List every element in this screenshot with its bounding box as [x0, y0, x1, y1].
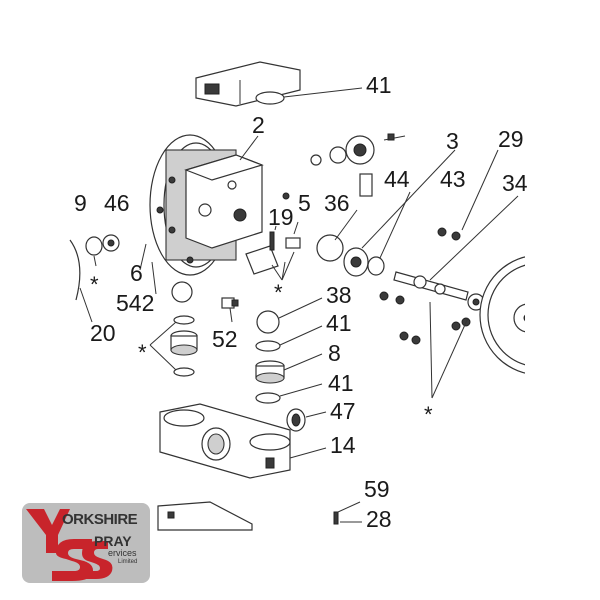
logo-mark-icon [22, 503, 150, 583]
valve-seat-8-part [255, 360, 285, 384]
logo-text-line4: Limited [118, 559, 138, 565]
callout-36: 36 [324, 190, 350, 216]
company-logo: ORKSHIRE PRAY ervices Limited [22, 503, 150, 583]
callout-59: 59 [364, 476, 390, 502]
ball-part-right [256, 310, 280, 334]
callout-20: 20 [90, 320, 116, 346]
callout-2: 2 [252, 112, 265, 138]
pilot-valve-part [245, 231, 301, 275]
shaft-part [393, 271, 485, 311]
callout-46: 46 [104, 190, 130, 216]
callout-6: 6 [130, 260, 143, 286]
callout-43: 43 [440, 166, 466, 192]
callout-28: 28 [366, 506, 392, 532]
o-ring-41-top [255, 91, 285, 105]
o-ring-left-lower [173, 367, 195, 377]
cap-36-part [316, 234, 344, 262]
callout-47: 47 [330, 398, 356, 424]
callout-8: 8 [328, 340, 341, 366]
callout-3: 3 [446, 128, 459, 154]
left-plate-part [69, 239, 81, 301]
callout-5: 5 [298, 190, 311, 216]
callout-14: 14 [330, 432, 356, 458]
callout-542: 542 [116, 290, 155, 316]
callout-29: 29 [498, 126, 524, 152]
valve-seat-left-part [170, 330, 198, 356]
asterisk-marker: * [424, 402, 433, 427]
bottom-base-part [157, 501, 339, 531]
o-ring-43-part [367, 256, 385, 276]
plug-47-part [286, 408, 306, 432]
logo-text-line3: ervices [108, 548, 137, 558]
asterisk-marker: * [90, 272, 99, 297]
callout-34: 34 [502, 170, 528, 196]
o-ring-9-part [85, 236, 103, 256]
callout-44: 44 [384, 166, 410, 192]
callout-19: 19 [268, 204, 294, 230]
callout-52: 52 [212, 326, 238, 352]
asterisk-marker: * [138, 340, 147, 365]
callout-9: 9 [74, 190, 87, 216]
pump-housing-part [149, 134, 264, 276]
callout-41-mid: 41 [326, 310, 352, 336]
callout-41-low: 41 [328, 370, 354, 396]
asterisk-marker: * [274, 280, 283, 305]
bearing-assembly-part [310, 133, 406, 197]
top-manifold-part [195, 61, 301, 107]
o-ring-41-low [255, 392, 281, 404]
callout-38: 38 [326, 282, 352, 308]
fitting-52-part [221, 297, 239, 309]
ball-part-left [171, 281, 193, 303]
o-ring-left-upper [173, 315, 195, 325]
manifold-14-part [159, 403, 291, 479]
callout-41-top: 41 [366, 72, 392, 98]
logo-text-line1: ORKSHIRE [62, 511, 138, 528]
fastener-set-part [282, 192, 471, 345]
logo-text-line2: PRAY [94, 533, 132, 549]
o-ring-41-mid [255, 340, 281, 352]
